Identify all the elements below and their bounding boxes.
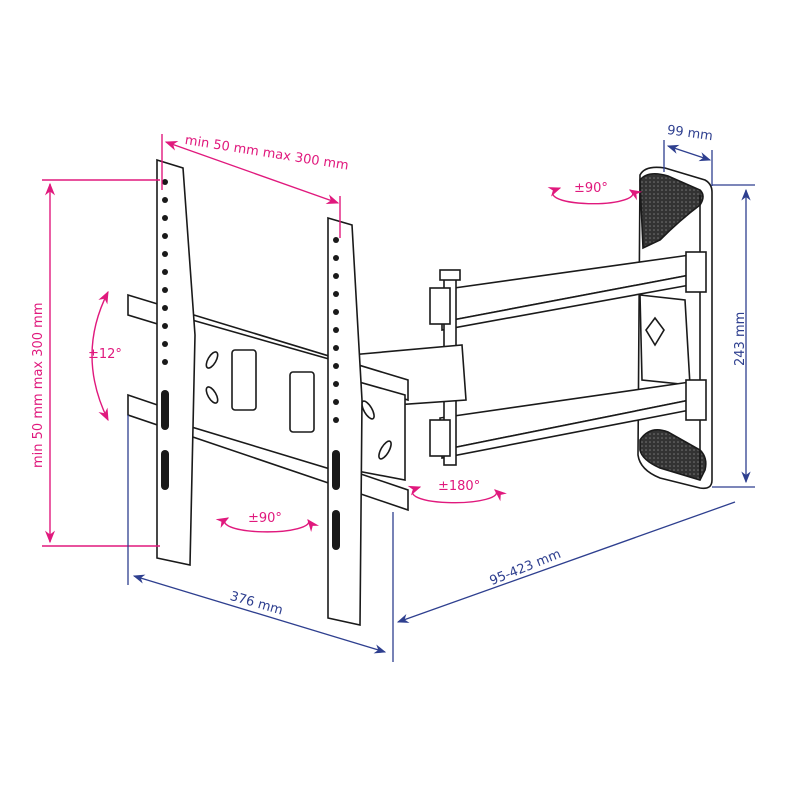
tilt-label: ±12° — [88, 347, 122, 362]
mount-dimension-lines — [127, 140, 755, 662]
vesa-dimension-lines — [42, 134, 643, 547]
swivel-wall-label: ±90° — [574, 181, 608, 196]
wall-plate — [637, 166, 713, 490]
vesa-vertical-label: min 50 mm max 300 mm — [31, 302, 46, 468]
swivel-tv-label: ±90° — [248, 511, 282, 526]
height-label: 243 mm — [733, 311, 748, 366]
swing-arms — [349, 251, 707, 466]
swivel-mid-label: ±180° — [438, 479, 481, 494]
